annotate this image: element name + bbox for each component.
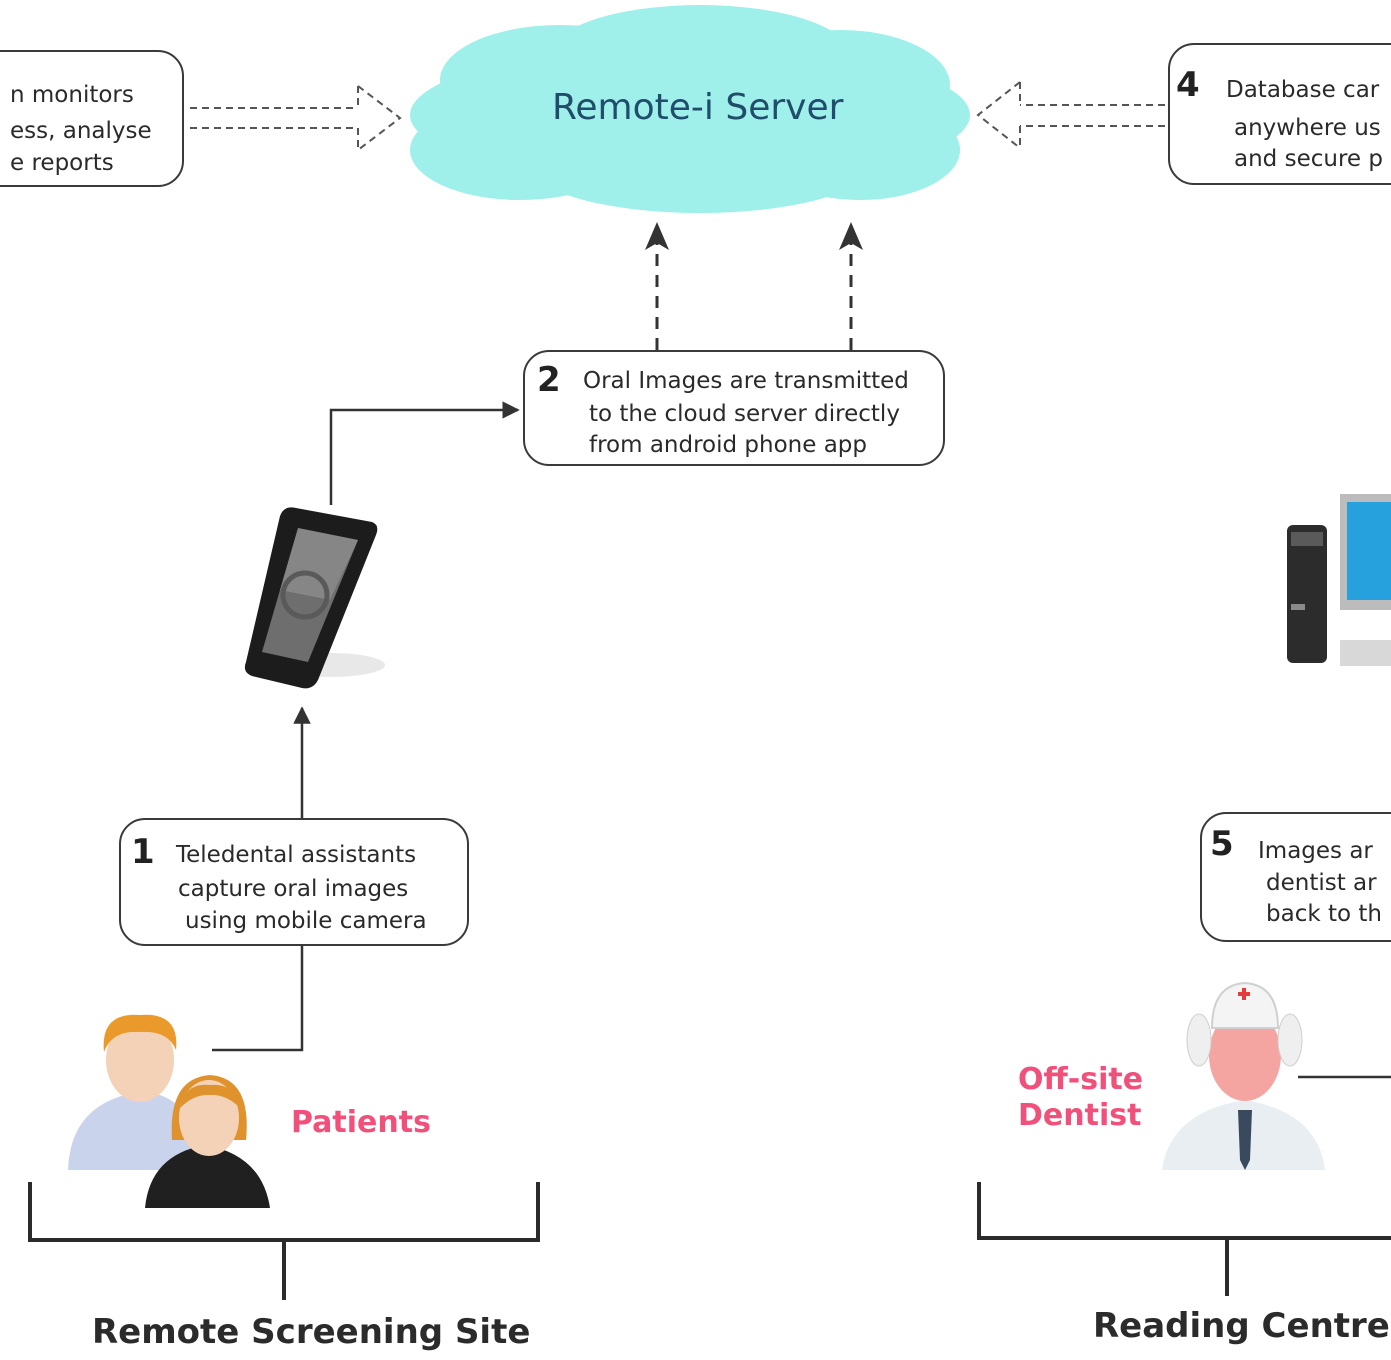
bracket-right bbox=[977, 1182, 1391, 1296]
step5-line-1: Images ar bbox=[1258, 838, 1373, 864]
step2-number: 2 bbox=[537, 360, 561, 400]
remote-screening-site-label: Remote Screening Site bbox=[92, 1312, 531, 1352]
step5-line-3: back to th bbox=[1266, 901, 1382, 927]
step2-line-1: Oral Images are transmitted bbox=[583, 368, 909, 394]
arrow-left-to-server bbox=[190, 85, 402, 151]
step5-number: 5 bbox=[1210, 824, 1234, 864]
dentist-label-line-1: Off-site bbox=[1018, 1062, 1144, 1097]
step2-box: 2 Oral Images are transmitted to the clo… bbox=[523, 350, 945, 466]
dentist-icon bbox=[1162, 981, 1325, 1170]
step4-line-1: Database car bbox=[1226, 77, 1380, 103]
step2-line-3: from android phone app bbox=[589, 432, 868, 458]
step1-line-3: using mobile camera bbox=[185, 908, 427, 934]
arrows-step2-to-server bbox=[645, 222, 863, 350]
patients-label: Patients bbox=[291, 1105, 431, 1140]
line-patients-to-step1 bbox=[212, 946, 304, 1052]
arrow-phone-to-step2 bbox=[329, 401, 520, 505]
step4-line-3: and secure p bbox=[1234, 146, 1383, 172]
step4-number: 4 bbox=[1176, 65, 1200, 105]
reading-centre-label: Reading Centre bbox=[1093, 1306, 1390, 1346]
step3-line-3: e reports bbox=[10, 150, 114, 176]
step5-line-2: dentist ar bbox=[1266, 870, 1377, 896]
step1-line-2: capture oral images bbox=[178, 876, 409, 902]
step1-box: 1 Teledental assistants capture oral ima… bbox=[119, 818, 469, 946]
step5-box: 5 Images ar dentist ar back to th bbox=[1200, 812, 1391, 942]
server-label: Remote-i Server bbox=[552, 87, 844, 128]
computer-icon bbox=[1287, 494, 1391, 666]
step3-line-2: ess, analyse bbox=[10, 118, 152, 144]
arrow-right-to-server bbox=[976, 81, 1165, 149]
step3-box: n monitors ess, analyse e reports bbox=[0, 50, 184, 187]
step2-line-2: to the cloud server directly bbox=[589, 401, 900, 427]
step4-box: 4 Database car anywhere us and secure p bbox=[1168, 43, 1391, 185]
step1-number: 1 bbox=[131, 832, 155, 872]
bracket-left bbox=[28, 1182, 540, 1300]
dentist-label-line-2: Dentist bbox=[1018, 1098, 1142, 1133]
step1-line-1: Teledental assistants bbox=[176, 842, 417, 868]
patients-icon bbox=[68, 1014, 270, 1208]
phone-icon bbox=[244, 507, 385, 689]
step4-line-2: anywhere us bbox=[1234, 115, 1381, 141]
cloud-shape bbox=[410, 5, 970, 213]
step3-line-1: n monitors bbox=[10, 82, 134, 108]
